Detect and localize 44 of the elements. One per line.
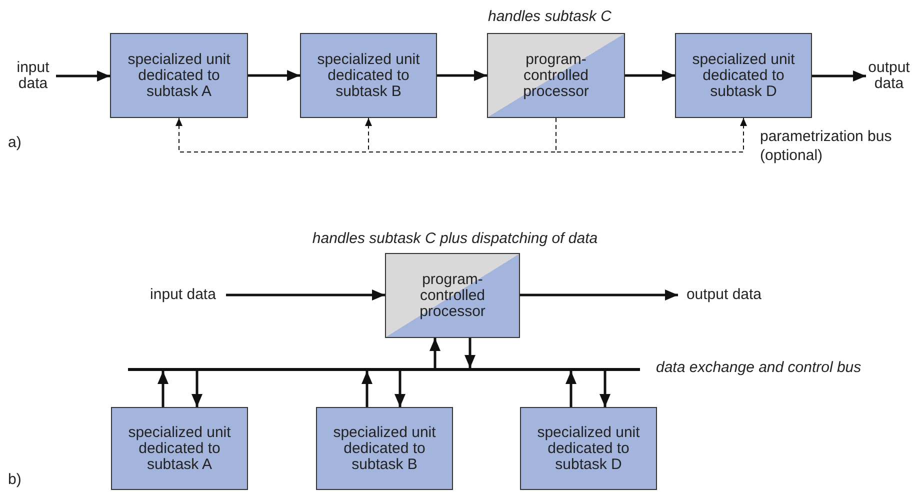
- unit-box: [675, 33, 812, 118]
- unit-box: [111, 407, 248, 490]
- note-text: parametrization bus (optional): [760, 127, 893, 165]
- unit-box: [316, 407, 453, 490]
- data-text: input data: [10, 60, 56, 92]
- box-label: specialized unit dedicated to subtask B: [316, 52, 421, 100]
- arrow: [464, 338, 476, 368]
- arrow: [600, 371, 610, 407]
- box-label: specialized unit dedicated to subtask D: [536, 424, 641, 472]
- unit-box: [520, 407, 657, 490]
- arrow: [430, 338, 440, 368]
- note-text: a): [8, 133, 22, 152]
- arrow: [362, 371, 372, 407]
- unit-box: [110, 33, 248, 118]
- arrow: [437, 70, 487, 81]
- annotation-text: handles subtask C plus dispatching of data: [311, 230, 599, 247]
- data-text: output data: [678, 285, 770, 305]
- arrow: [394, 371, 406, 407]
- arrow: [812, 70, 866, 82]
- arrow: [248, 70, 300, 81]
- box-label: specialized unit dedicated to subtask D: [691, 52, 796, 100]
- box-label: specialized unit dedicated to subtask A: [127, 424, 232, 472]
- box-label: program-controlled processor: [418, 272, 486, 320]
- arrow: [520, 290, 678, 300]
- arrow: [56, 70, 110, 82]
- note-text: b): [8, 470, 22, 489]
- box-label: program-controlled processor: [522, 52, 590, 100]
- data-text: output data: [866, 60, 912, 92]
- box-label: specialized unit dedicated to subtask A: [126, 52, 232, 100]
- processor-box: [385, 253, 520, 338]
- annotation-text: handles subtask C: [488, 8, 612, 25]
- arrow: [192, 371, 202, 407]
- arrow: [566, 371, 576, 407]
- dashed-arrow: [556, 118, 747, 152]
- bus-label: data exchange and control bus: [656, 359, 862, 376]
- arrow: [625, 70, 675, 81]
- bus-line: [128, 368, 640, 371]
- data-text: input data: [140, 285, 226, 305]
- arrow: [226, 290, 385, 300]
- arrow: [158, 371, 168, 407]
- dashed-arrow: [365, 118, 556, 152]
- processor-box: [487, 33, 625, 118]
- box-label: specialized unit dedicated to subtask B: [332, 424, 437, 472]
- unit-box: [300, 33, 437, 118]
